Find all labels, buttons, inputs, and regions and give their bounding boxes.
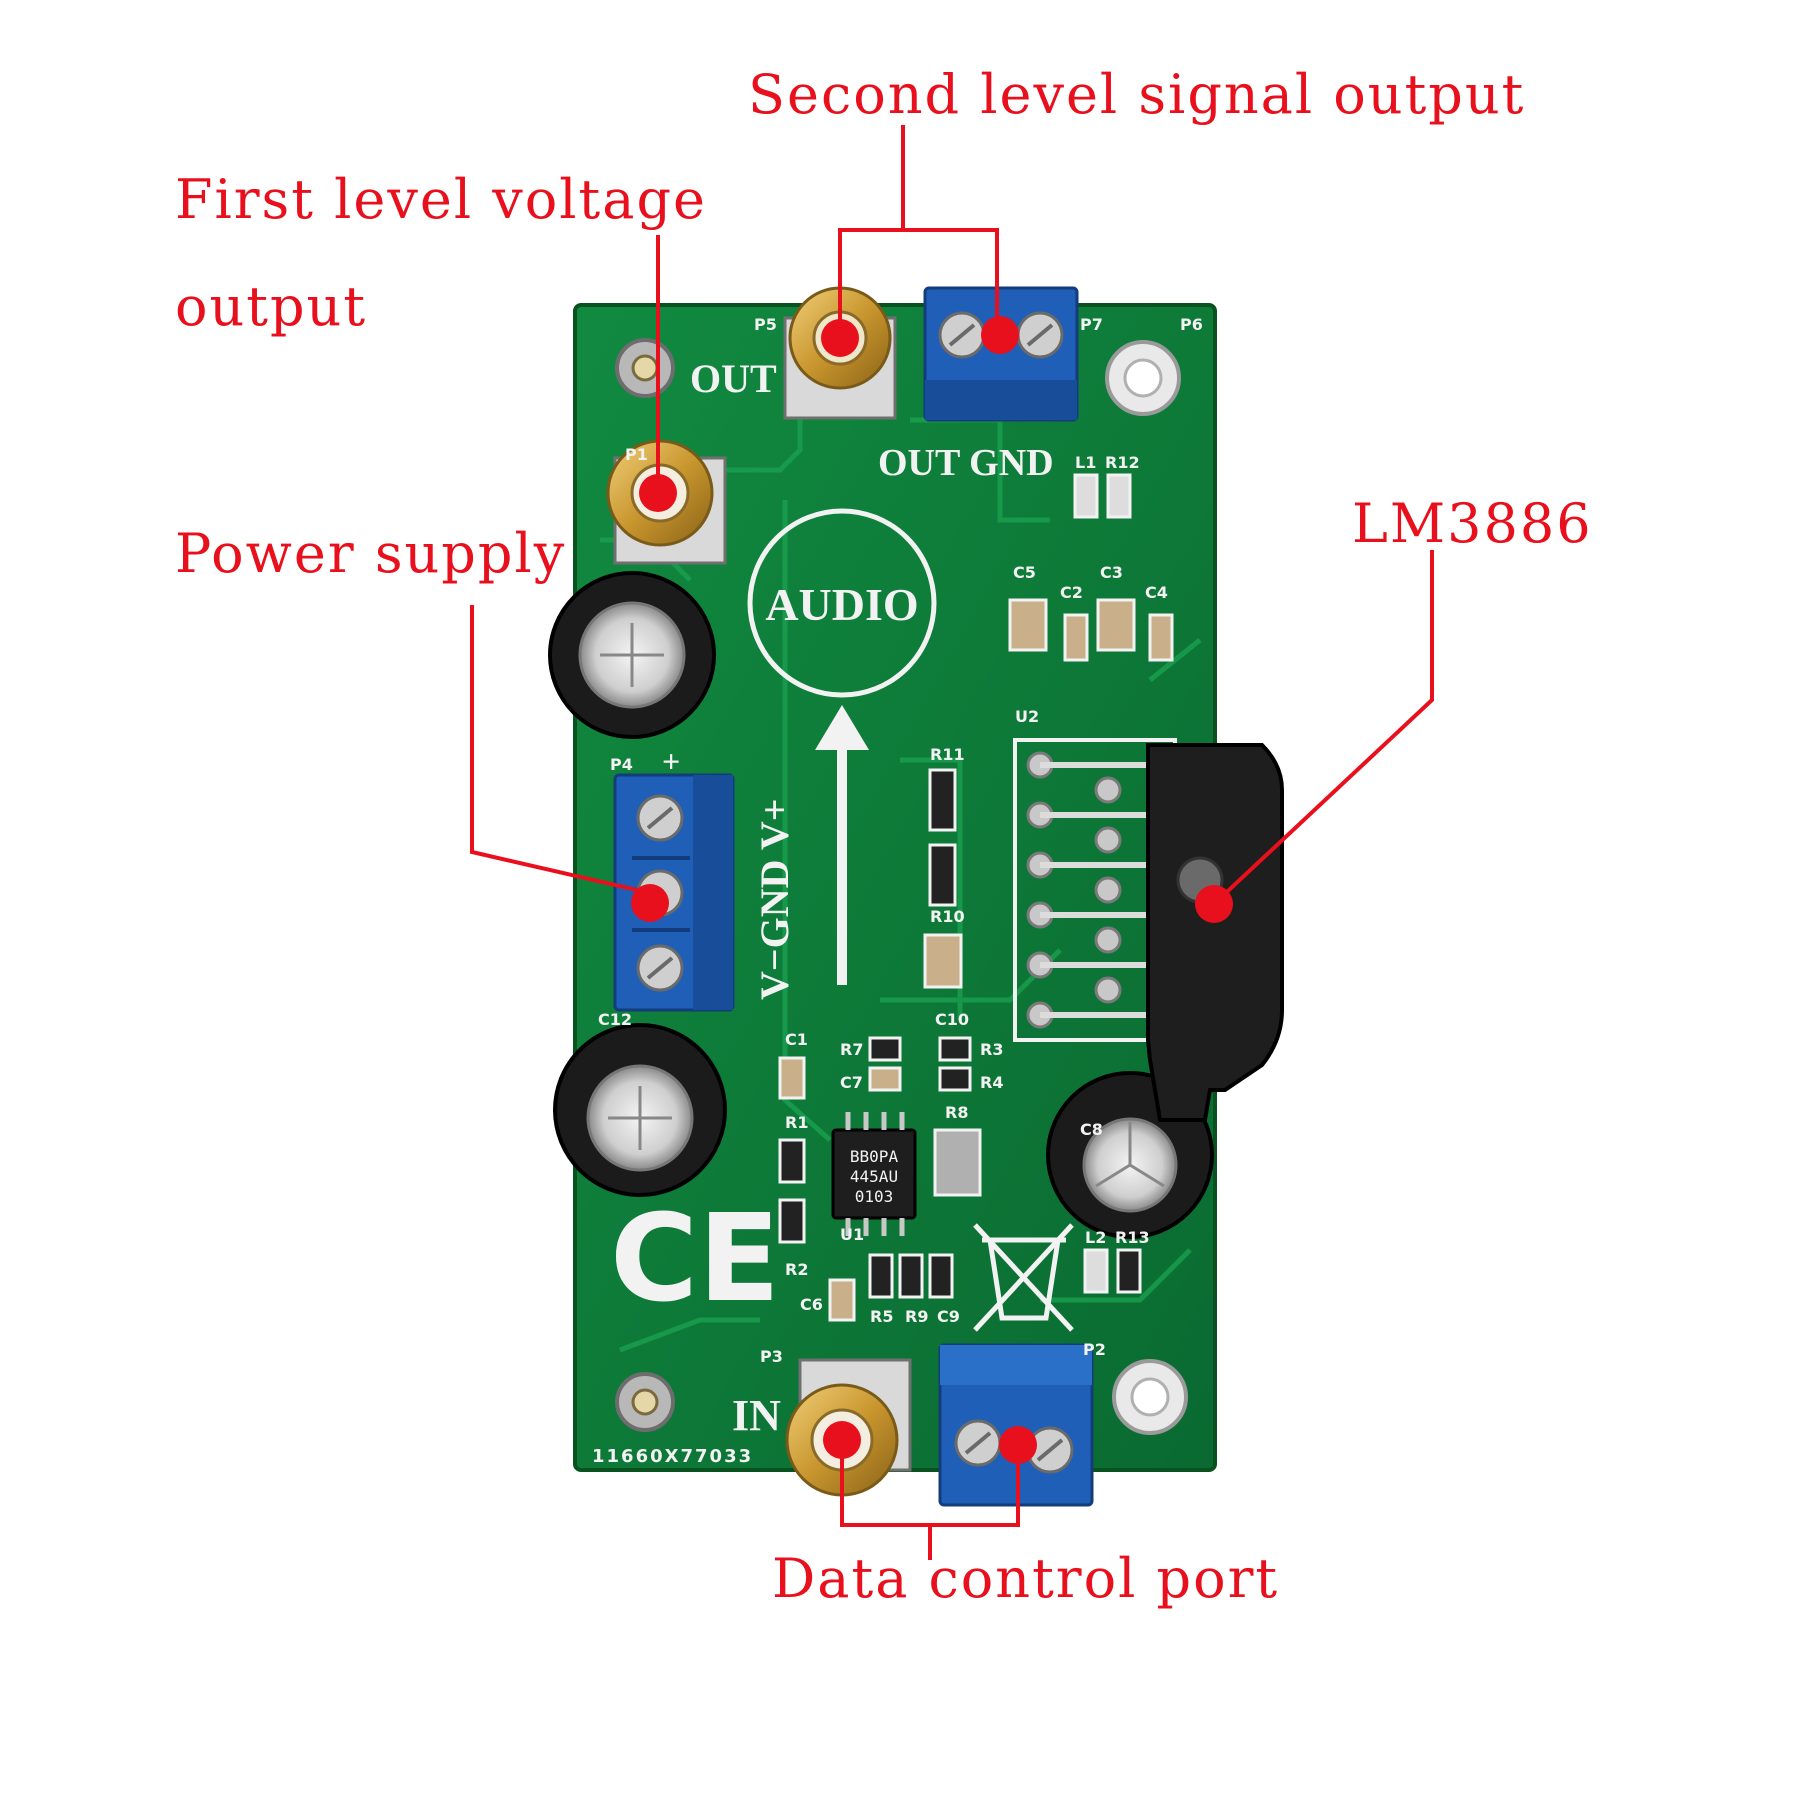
terminal-block-p7 bbox=[923, 286, 1079, 422]
lm3886-chip bbox=[1146, 743, 1284, 1122]
designator-p2: P2 bbox=[1083, 1340, 1106, 1359]
ce-mark: CE bbox=[610, 1190, 780, 1329]
designator-c3: C3 bbox=[1100, 563, 1123, 582]
callout-first-level-voltage-output-line1: First level voltage bbox=[175, 168, 707, 231]
designator-c12: C12 bbox=[598, 1010, 632, 1029]
label-plus: + bbox=[662, 743, 680, 779]
designator-l2: L2 bbox=[1085, 1228, 1106, 1247]
designator-u2: U2 bbox=[1015, 707, 1039, 726]
electrolytic-capacitor-c12 bbox=[553, 1023, 727, 1197]
callout-first-level-voltage-output-line2: output bbox=[175, 275, 368, 338]
callout-data-control-port: Data control port bbox=[772, 1547, 1280, 1610]
terminal-block-p2 bbox=[938, 1343, 1094, 1507]
designator-p3: P3 bbox=[760, 1347, 783, 1366]
designator-c7: C7 bbox=[840, 1073, 863, 1092]
designator-c10: C10 bbox=[935, 1010, 969, 1029]
designator-r10: R10 bbox=[930, 907, 965, 926]
mounting-hole-top-right bbox=[1105, 340, 1181, 416]
mounting-hole-top-left bbox=[615, 338, 675, 398]
designator-c5: C5 bbox=[1013, 563, 1036, 582]
designator-p7: P7 bbox=[1080, 315, 1103, 334]
designator-p6: P6 bbox=[1180, 315, 1203, 334]
designator-u1: U1 bbox=[840, 1225, 864, 1244]
designator-r2: R2 bbox=[785, 1260, 808, 1279]
callout-second-level-signal-output: Second level signal output bbox=[748, 63, 1526, 126]
designator-r9: R9 bbox=[905, 1307, 928, 1326]
sma-connector-p1 bbox=[606, 439, 727, 565]
designator-c6: C6 bbox=[800, 1295, 823, 1314]
designator-r4: R4 bbox=[980, 1073, 1003, 1092]
terminal-block-p4 bbox=[613, 773, 735, 1012]
designator-l1: L1 bbox=[1075, 453, 1096, 472]
designator-c9: C9 bbox=[937, 1307, 960, 1326]
audio-logo bbox=[747, 508, 937, 985]
callout-leader-lines bbox=[470, 125, 1434, 1560]
designator-r12: R12 bbox=[1105, 453, 1140, 472]
designator-c1: C1 bbox=[785, 1030, 808, 1049]
designator-p5: P5 bbox=[754, 315, 777, 334]
designator-c8: C8 bbox=[1080, 1120, 1103, 1139]
designator-r11: R11 bbox=[930, 745, 965, 764]
audio-logo-text: AUDIO bbox=[765, 579, 918, 630]
weee-symbol bbox=[973, 1223, 1074, 1332]
designator-r7: R7 bbox=[840, 1040, 863, 1059]
label-power-pins: V−GND V+ bbox=[752, 798, 797, 1000]
opamp-marking-line1: BB0PA bbox=[850, 1147, 899, 1166]
designator-r13: R13 bbox=[1115, 1228, 1150, 1247]
opamp-marking-line3: 0103 bbox=[855, 1187, 894, 1206]
callout-lm3886: LM3886 bbox=[1352, 492, 1593, 555]
designator-r5: R5 bbox=[870, 1307, 893, 1326]
mounting-hole-bottom-left bbox=[615, 1372, 675, 1432]
designator-r8: R8 bbox=[945, 1103, 968, 1122]
mounting-hole-bottom-right bbox=[1112, 1359, 1188, 1435]
opamp-marking-line2: 445AU bbox=[850, 1167, 898, 1186]
u1-opamp-chip bbox=[831, 1112, 917, 1236]
designator-c2: C2 bbox=[1060, 583, 1083, 602]
electrolytic-capacitor-top bbox=[548, 571, 716, 739]
label-out: OUT bbox=[690, 356, 777, 401]
designator-p4: P4 bbox=[610, 755, 633, 774]
designator-r1: R1 bbox=[785, 1113, 808, 1132]
u2-footprint bbox=[1013, 738, 1177, 1042]
label-in: IN bbox=[732, 1391, 781, 1440]
designator-p1: P1 bbox=[625, 445, 648, 464]
smd-components bbox=[778, 473, 1174, 1322]
callout-target-dots bbox=[631, 316, 1233, 1464]
label-out-gnd: OUT GND bbox=[878, 442, 1054, 484]
designator-r3: R3 bbox=[980, 1040, 1003, 1059]
board-serial-number: 11660X77033 bbox=[592, 1446, 753, 1467]
designator-c4: C4 bbox=[1145, 583, 1168, 602]
callout-power-supply: Power supply bbox=[175, 522, 567, 585]
